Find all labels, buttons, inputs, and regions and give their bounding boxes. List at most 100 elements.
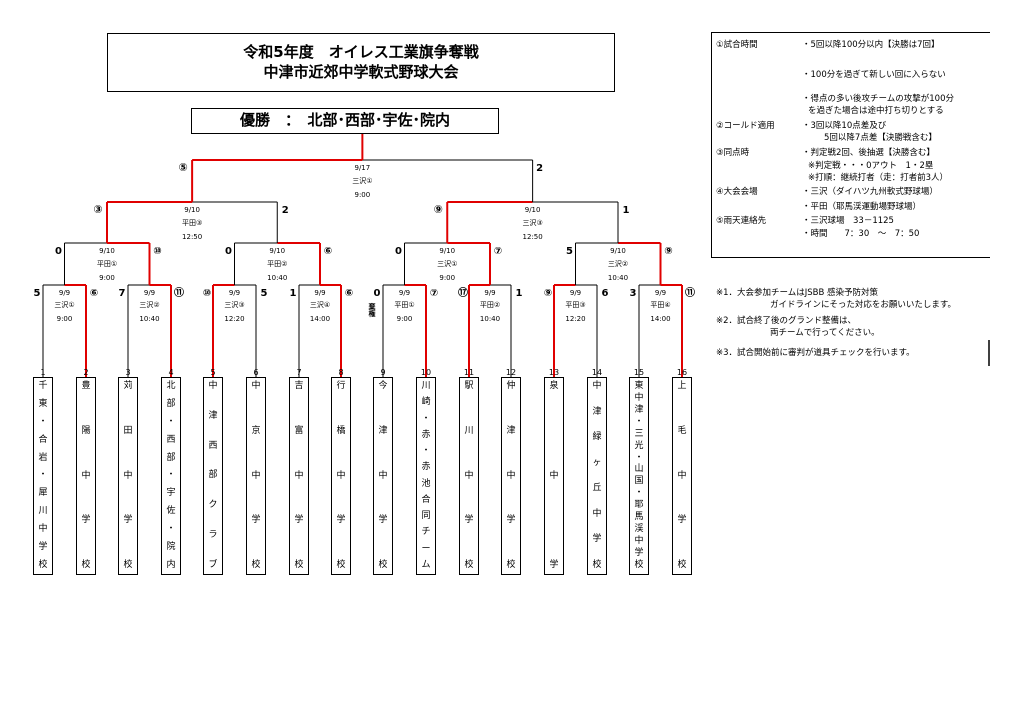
team-name-char: 馬 <box>634 512 644 523</box>
team-name-char: 津 <box>592 406 602 417</box>
match-date: 9/10 <box>610 247 626 255</box>
team-name-char: 行 <box>336 381 346 391</box>
team-name-char: 岩 <box>38 452 48 463</box>
team-name-char: ・ <box>166 524 176 535</box>
match-venue: 三沢① <box>437 259 457 268</box>
team-name-char: ラ <box>208 530 218 541</box>
team-name-char: 豊 <box>81 381 91 391</box>
team-name-char: 川 <box>38 506 48 517</box>
team-name-char: ム <box>421 559 431 570</box>
team-name-char: 中 <box>634 392 644 403</box>
team-name-char: 学 <box>634 547 644 558</box>
team-number: 9 <box>380 368 386 377</box>
team-name-char: 学 <box>123 515 133 526</box>
team-name-char: 校 <box>677 560 687 570</box>
match-date: 9/10 <box>184 206 200 214</box>
match-venue: 三沢① <box>352 176 372 185</box>
score-left: 1 <box>290 288 297 299</box>
team-name-char: 中 <box>464 470 474 481</box>
team-name-char: 毛 <box>677 425 687 436</box>
team-name-char: 同 <box>421 511 431 522</box>
team-box: 吉富中学校 <box>289 377 309 575</box>
rule-key: ④大会会場 <box>716 187 758 197</box>
team-name-char: 校 <box>123 560 133 570</box>
rule-value: ・得点の多い後攻チームの攻撃が100分 <box>802 94 954 104</box>
team-name-char: 上 <box>677 381 687 391</box>
note-line: ※2．試合終了後のグランド整備は、 <box>716 316 857 326</box>
rule-value: ・判定戦2回、後抽選【決勝含む】 <box>802 148 935 158</box>
team-name-char: ヶ <box>592 457 602 468</box>
match-venue: 三沢① <box>54 300 74 309</box>
team-name-char: チ <box>421 527 431 538</box>
team-name-char: 学 <box>251 515 261 526</box>
team-name-char: 合 <box>421 494 431 505</box>
team-name-char: 中 <box>208 381 218 391</box>
score-right: ⑩ <box>153 246 161 257</box>
rule-key: ②コールド適用 <box>716 121 775 131</box>
team-name-char: 犀 <box>38 488 48 499</box>
match-date: 9/9 <box>59 289 70 297</box>
score-left: 7 <box>119 288 126 299</box>
team-name-char: 山 <box>634 464 644 475</box>
team-name-char: 津 <box>634 404 644 415</box>
title-line-2: 中津市近郊中学軟式野球大会 <box>263 63 459 81</box>
team-name-char: 学 <box>38 542 48 553</box>
match-time: 14:00 <box>650 315 670 323</box>
team-name-char: 丘 <box>592 483 602 494</box>
team-name-char: ・ <box>634 416 644 427</box>
team-name-char: 中 <box>549 470 559 481</box>
team-name-char: 中 <box>123 470 133 481</box>
team-name-char: ブ <box>208 559 218 570</box>
note-line: 両チームで行ってください。 <box>770 328 880 338</box>
team-name-char: 校 <box>336 560 346 570</box>
team-name-char: 学 <box>294 515 304 526</box>
note-line: ※3．試合開始前に審判が道具チェックを行います。 <box>716 348 915 358</box>
team-name-char: 国 <box>634 476 644 487</box>
team-name-char: 苅 <box>123 381 133 391</box>
score-right: 1 <box>516 288 523 299</box>
team-name-char: ・ <box>421 413 431 424</box>
score-right: 2 <box>536 163 543 174</box>
rule-value: ・平田（耶馬渓運動場野球場） <box>802 202 922 212</box>
title-box: 令和5年度 オイレス工業旗争奪戦 中津市近郊中学軟式野球大会 <box>107 33 615 92</box>
team-number: 6 <box>253 368 259 377</box>
score-right: ⑦ <box>430 288 438 299</box>
team-name-char: 校 <box>464 560 474 570</box>
match-venue: 平田① <box>97 260 117 268</box>
match-venue: 三沢② <box>139 300 159 309</box>
match-venue: 三沢④ <box>310 300 330 309</box>
rule-value: ・三沢（ダイハツ九州軟式野球場） <box>802 187 938 197</box>
team-name-char: 中 <box>592 381 602 391</box>
team-name-char: 赤 <box>421 429 431 440</box>
team-name-char: 部 <box>166 452 176 463</box>
match-time: 9:00 <box>439 274 455 282</box>
team-name-char: 川 <box>421 381 431 391</box>
team-name-char: ・ <box>634 488 644 499</box>
team-box: 泉中学 <box>544 377 564 575</box>
team-name-char: 佐 <box>166 506 176 517</box>
team-name-char: 校 <box>81 560 91 570</box>
team-name-char: 中 <box>506 470 516 481</box>
team-name-char: ・ <box>166 470 176 481</box>
team-name-char: ・ <box>166 416 176 427</box>
score-left: 5 <box>566 246 573 257</box>
score-right: ⑪ <box>685 286 695 299</box>
team-name-char: 学 <box>81 515 91 526</box>
match-time: 12:20 <box>224 315 244 323</box>
team-name-char: 宇 <box>166 488 176 499</box>
team-name-char: 北 <box>166 381 176 391</box>
match-date: 9/10 <box>525 206 541 214</box>
team-name-char: ・ <box>634 452 644 463</box>
score-right: ⑪ <box>174 286 184 299</box>
match-venue: 平田② <box>267 260 287 268</box>
team-name-char: 院 <box>166 542 176 553</box>
team-name-char: 学 <box>592 534 602 545</box>
match-date: 9/9 <box>484 289 495 297</box>
team-box: 駅川中学校 <box>459 377 479 575</box>
team-name-char: 校 <box>38 559 48 570</box>
team-name-char: 駅 <box>464 381 474 391</box>
team-name-char: 陽 <box>81 425 91 436</box>
team-name-char: 中 <box>38 524 48 535</box>
rule-key: ⑤雨天連絡先 <box>716 216 767 226</box>
match-time: 9:00 <box>57 315 73 323</box>
